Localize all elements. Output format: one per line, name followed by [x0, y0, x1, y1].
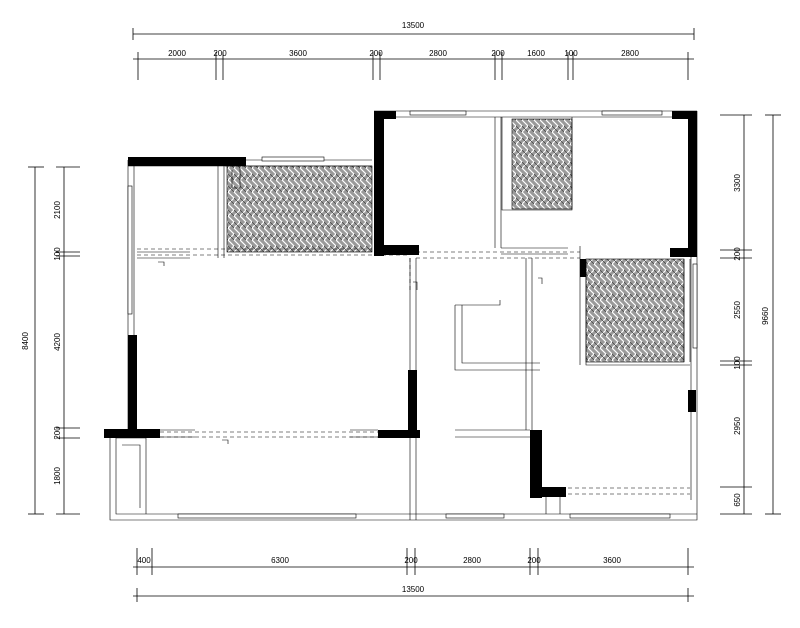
- top-seg-6: 1600: [527, 49, 545, 58]
- left-seg-4: 1800: [53, 467, 62, 485]
- bottom-dimension-chain: 400 6300 200 2800 200 3600 13500: [133, 548, 694, 602]
- interior-wall-11: [455, 429, 530, 438]
- bottom-wall-outline: [109, 438, 540, 521]
- right-total-dim: 9660: [761, 307, 770, 325]
- left-seg-2: 4200: [53, 333, 62, 351]
- hatched-rooms: [226, 118, 685, 363]
- right-seg-2: 2550: [733, 301, 742, 319]
- interior-wall-12: [160, 429, 195, 438]
- right-seg-1: 200: [733, 247, 742, 261]
- interior-wall-8: [683, 259, 691, 362]
- right-seg-0: 3300: [733, 174, 742, 192]
- window-bottom-1: [177, 513, 357, 519]
- interior-wall-7: [579, 246, 690, 366]
- window-top-3: [601, 110, 663, 116]
- interior-wall-1: [217, 166, 225, 258]
- top-seg-2: 3600: [289, 49, 307, 58]
- left-seg-1: 100: [53, 247, 62, 261]
- window-left-1: [127, 185, 133, 315]
- interior-wall-3: [501, 117, 573, 211]
- left-total-dim: 8400: [21, 332, 30, 350]
- window-right-1: [692, 263, 698, 349]
- right-seg-4: 2950: [733, 417, 742, 435]
- top-seg-7: 100: [564, 49, 578, 58]
- interior-wall-10: [455, 300, 501, 306]
- room-hatch-b: [511, 118, 573, 210]
- interior-wall-17: [545, 497, 561, 514]
- small-tags: [158, 261, 543, 444]
- window-top-2: [409, 110, 467, 116]
- top-seg-5: 200: [491, 49, 505, 58]
- bottom-seg-4: 200: [527, 556, 541, 565]
- windows: [127, 110, 698, 519]
- window-bottom-2: [445, 513, 505, 519]
- top-seg-8: 2800: [621, 49, 639, 58]
- interior-wall-9: [454, 305, 540, 371]
- right-dimension-chain: 3300 200 2550 100 2950 650 9660: [720, 114, 781, 515]
- interior-wall-4: [409, 258, 417, 520]
- interior-wall-2: [494, 117, 502, 248]
- window-top-1: [261, 156, 325, 162]
- bottom-seg-0: 400: [137, 556, 151, 565]
- right-seg-3: 100: [733, 356, 742, 370]
- left-dimension-chain: 8400 2100 100 4200 200 1800: [21, 166, 80, 515]
- top-dimension-chain: 13500 2000 200 3600 200 2800 200 1600 10…: [132, 21, 695, 80]
- interior-wall-16: [116, 437, 147, 514]
- bottom-total-dim: 13500: [402, 585, 425, 594]
- top-segment-ticks: [137, 52, 689, 80]
- interior-wall-14: [137, 251, 190, 259]
- top-seg-0: 2000: [168, 49, 186, 58]
- top-seg-1: 200: [213, 49, 227, 58]
- left-seg-3: 200: [53, 426, 62, 440]
- right-seg-5: 650: [733, 493, 742, 507]
- bottom-seg-2: 200: [404, 556, 418, 565]
- left-seg-0: 2100: [53, 201, 62, 219]
- bottom-seg-5: 3600: [603, 556, 621, 565]
- interior-wall-15: [225, 165, 241, 189]
- interior-wall-13: [350, 429, 378, 438]
- window-bottom-3: [569, 513, 671, 519]
- top-seg-4: 2800: [429, 49, 447, 58]
- interior-wall-5: [525, 258, 533, 430]
- room-hatch-a: [226, 165, 373, 253]
- bottom-seg-3: 2800: [463, 556, 481, 565]
- top-seg-3: 200: [369, 49, 383, 58]
- interior-wall-6: [501, 247, 568, 255]
- beam-lines: [137, 248, 690, 495]
- top-total-dim: 13500: [402, 21, 425, 30]
- room-hatch-c: [585, 258, 685, 363]
- walls: [104, 110, 698, 521]
- bottom-seg-1: 6300: [271, 556, 289, 565]
